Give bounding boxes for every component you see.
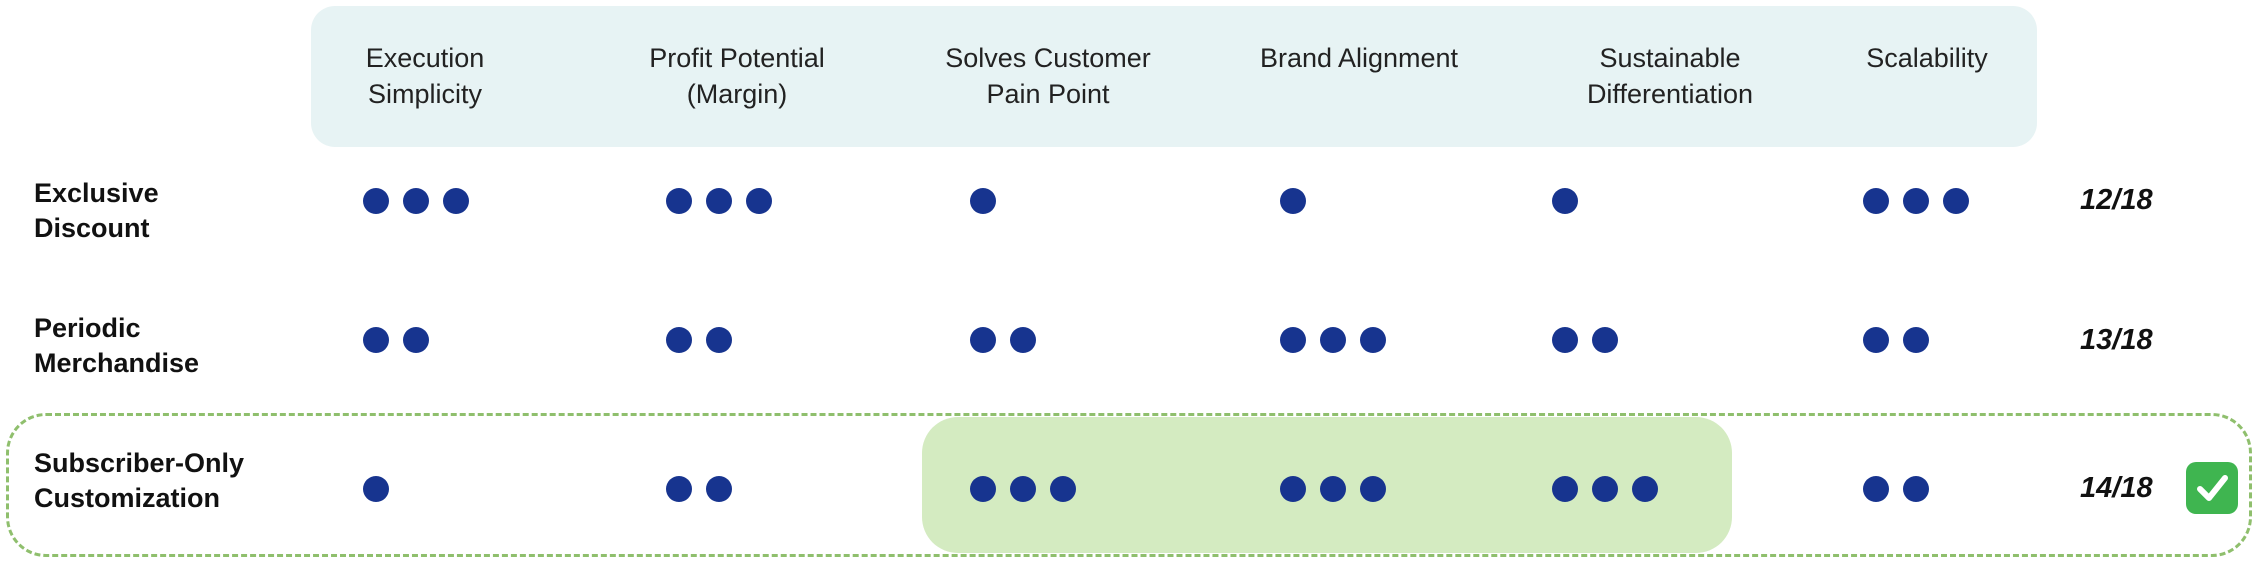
rating-dots — [1863, 327, 1929, 353]
criterion-header-sustainable-differentiation: Sustainable Differentiation — [1586, 43, 1754, 109]
rating-dot — [666, 188, 692, 214]
rating-dots — [1552, 327, 1618, 353]
rating-dot — [970, 327, 996, 353]
rating-dot — [1552, 476, 1578, 502]
rating-dot — [970, 188, 996, 214]
rating-dot — [1320, 327, 1346, 353]
rating-dot — [1010, 327, 1036, 353]
rating-dots — [970, 476, 1076, 502]
rating-dot — [706, 188, 732, 214]
rating-dots — [1552, 476, 1658, 502]
rating-dot — [443, 188, 469, 214]
criteria-header-band — [311, 6, 2037, 147]
rating-dot — [1863, 327, 1889, 353]
rating-dot — [1360, 476, 1386, 502]
rating-dots — [1863, 188, 1969, 214]
criterion-header-execution-simplicity: Execution Simplicity — [365, 43, 485, 109]
rating-dot — [1632, 476, 1658, 502]
rating-dot — [746, 188, 772, 214]
rating-dot — [706, 476, 732, 502]
option-label-exclusive-discount: Exclusive Discount — [34, 178, 159, 243]
criterion-header-solves-pain-point: Solves Customer Pain Point — [945, 43, 1151, 109]
rating-dot — [403, 327, 429, 353]
rating-dot — [1320, 476, 1346, 502]
rating-dots — [666, 188, 772, 214]
selected-option-outline — [6, 413, 2252, 557]
check-mark-icon — [2186, 462, 2238, 514]
rating-dots — [666, 476, 732, 502]
rating-dot — [363, 188, 389, 214]
rating-dots — [1280, 327, 1386, 353]
rating-dot — [1280, 327, 1306, 353]
option-label-periodic-merchandise: Periodic Merchandise — [34, 313, 200, 378]
rating-dot — [1863, 188, 1889, 214]
rating-dot — [1903, 188, 1929, 214]
rating-dot — [1010, 476, 1036, 502]
score-exclusive-discount: 12/18 — [2080, 184, 2153, 216]
rating-dots — [363, 327, 429, 353]
rating-dots — [1280, 188, 1306, 214]
rating-dots — [1552, 188, 1578, 214]
rating-dots — [1863, 476, 1929, 502]
rating-dots — [363, 476, 389, 502]
rating-dot — [1863, 476, 1889, 502]
score-periodic-merchandise: 13/18 — [2080, 324, 2153, 356]
option-label-subscriber-only-customization: Subscriber-Only Customization — [34, 448, 245, 513]
rating-dot — [363, 327, 389, 353]
rating-dot — [1903, 476, 1929, 502]
rating-dot — [363, 476, 389, 502]
rating-dot — [666, 327, 692, 353]
criterion-header-scalability: Scalability — [1866, 43, 1988, 73]
rating-dot — [706, 327, 732, 353]
rating-dot — [1280, 188, 1306, 214]
rating-dots — [363, 188, 469, 214]
rating-dot — [1360, 327, 1386, 353]
rating-dots — [970, 327, 1036, 353]
score-subscriber-only-customization: 14/18 — [2080, 472, 2153, 504]
rating-dot — [1903, 327, 1929, 353]
rating-dot — [1280, 476, 1306, 502]
rating-dot — [1592, 476, 1618, 502]
rating-dot — [666, 476, 692, 502]
rating-dot — [970, 476, 996, 502]
criterion-header-profit-potential: Profit Potential (Margin) — [649, 43, 825, 109]
criterion-header-brand-alignment: Brand Alignment — [1259, 43, 1459, 73]
rating-dot — [1050, 476, 1076, 502]
rating-dot — [1943, 188, 1969, 214]
rating-dot — [1552, 327, 1578, 353]
rating-dot — [403, 188, 429, 214]
rating-dots — [666, 327, 732, 353]
rating-dots — [1280, 476, 1386, 502]
rating-dot — [1592, 327, 1618, 353]
rating-dot — [1552, 188, 1578, 214]
rating-dots — [970, 188, 996, 214]
